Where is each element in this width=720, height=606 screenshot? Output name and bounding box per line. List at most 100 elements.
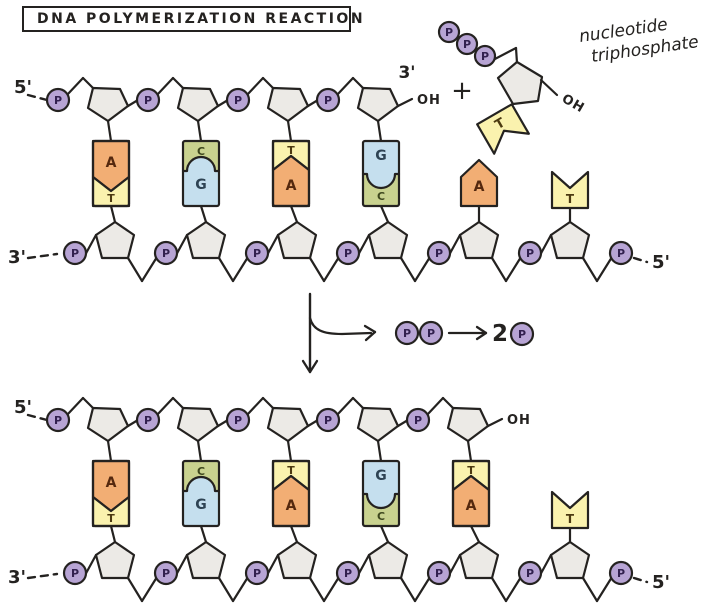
pair-boundary bbox=[185, 155, 217, 172]
arrowhead bbox=[475, 331, 488, 341]
phosphate-group: P bbox=[244, 560, 270, 586]
backbone-link bbox=[308, 576, 326, 603]
phosphate-group: P bbox=[608, 560, 634, 586]
sugar-pentagon bbox=[458, 220, 500, 260]
dashed-continuation bbox=[26, 252, 59, 260]
phosphate-group: P bbox=[426, 560, 452, 586]
glycosidic-bond bbox=[376, 119, 383, 143]
base-pair-outline bbox=[181, 459, 221, 528]
base-pair: CG bbox=[181, 459, 221, 528]
phosphate-circle bbox=[135, 407, 161, 433]
hydroxyl-bond bbox=[396, 97, 414, 108]
glycosidic-bond bbox=[466, 439, 473, 463]
phosphate-label: P bbox=[414, 414, 422, 427]
backbone-link bbox=[581, 576, 599, 603]
base-letter: A bbox=[106, 475, 117, 491]
sugar-pentagon bbox=[276, 540, 318, 580]
phosphate-label: P bbox=[481, 50, 489, 63]
title-box: DNA POLYMERIZATION REACTION bbox=[22, 6, 363, 32]
base-letter: C bbox=[377, 190, 385, 203]
backbone-link bbox=[126, 256, 144, 283]
phosphate-label: P bbox=[162, 247, 170, 260]
phosphate-group: P bbox=[517, 240, 543, 266]
dashed-continuation bbox=[632, 256, 649, 264]
three-prime-label: 3' bbox=[8, 247, 26, 268]
sugar-pentagon bbox=[185, 220, 227, 260]
backbone-link bbox=[490, 256, 508, 283]
phosphate-circle bbox=[517, 240, 543, 266]
glycosidic-bond bbox=[109, 524, 117, 544]
backbone-link bbox=[322, 255, 341, 283]
base-letter: T bbox=[287, 464, 295, 477]
sugar-pentagon bbox=[266, 406, 310, 443]
base-pair: CG bbox=[181, 139, 221, 208]
phosphate-circle bbox=[473, 44, 497, 68]
backbone-link bbox=[399, 576, 417, 603]
phosphate-group: P bbox=[135, 87, 161, 113]
base-g bbox=[183, 491, 219, 526]
unpaired-base-t: T bbox=[550, 490, 590, 530]
pair-boundary bbox=[185, 475, 217, 492]
phosphate-label: P bbox=[403, 327, 411, 340]
phosphate-label: P bbox=[617, 247, 625, 260]
base-letter: G bbox=[195, 497, 207, 513]
sugar-pentagon bbox=[94, 540, 136, 580]
phosphate-circle bbox=[225, 407, 251, 433]
sugar-pentagon bbox=[549, 220, 591, 260]
phosphate-circle bbox=[608, 560, 634, 586]
phosphate-label: P bbox=[526, 567, 534, 580]
phosphate-circle bbox=[418, 320, 444, 346]
base-letter: G bbox=[195, 177, 207, 193]
phosphate-label: P bbox=[427, 327, 435, 340]
base-g-dome bbox=[367, 494, 395, 508]
glycosidic-bond bbox=[376, 439, 383, 463]
phosphate-label: P bbox=[526, 247, 534, 260]
phosphate-circle bbox=[244, 560, 270, 586]
backbone-link bbox=[65, 76, 85, 97]
base-letter: C bbox=[197, 465, 205, 478]
backbone-link bbox=[413, 255, 432, 283]
backbone-link bbox=[425, 396, 445, 417]
backbone-link bbox=[65, 396, 85, 417]
backbone-link bbox=[81, 76, 95, 90]
base-letter: A bbox=[474, 179, 485, 195]
sugar-pentagon bbox=[367, 220, 409, 260]
sugar-pentagon bbox=[356, 86, 400, 123]
phosphate-label: P bbox=[162, 567, 170, 580]
glycosidic-bond bbox=[286, 439, 293, 463]
backbone-link bbox=[491, 46, 518, 62]
backbone-link bbox=[351, 76, 365, 90]
phosphate-group: P bbox=[244, 240, 270, 266]
phosphate-circle bbox=[315, 87, 341, 113]
glycosidic-bond bbox=[196, 119, 203, 143]
base-letter: C bbox=[377, 510, 385, 523]
base-pair-outline bbox=[91, 139, 131, 208]
hydroxyl-bond bbox=[486, 417, 504, 428]
backbone-link bbox=[171, 76, 185, 90]
backbone-link bbox=[595, 575, 614, 603]
phosphate-label: P bbox=[324, 94, 332, 107]
phosphate-group: P bbox=[153, 560, 179, 586]
base-pair: TA bbox=[271, 459, 311, 528]
sugar-pentagon bbox=[185, 540, 227, 580]
phosphate-circle bbox=[455, 32, 479, 56]
phosphate-group: P bbox=[418, 320, 444, 346]
phosphate-circle bbox=[335, 560, 361, 586]
coefficient-two: 2 bbox=[492, 321, 508, 347]
sugar-pentagon bbox=[356, 406, 400, 443]
pyrophosphate-branch-arrow bbox=[308, 316, 373, 336]
phosphate-circle bbox=[135, 87, 161, 113]
glycosidic-bond bbox=[106, 439, 113, 463]
backbone-link bbox=[140, 575, 159, 603]
phosphate-group: P bbox=[405, 407, 431, 433]
phosphate-circle bbox=[315, 407, 341, 433]
base-pair-outline bbox=[271, 139, 311, 208]
phosphate-group: P bbox=[153, 240, 179, 266]
dashed-continuation bbox=[26, 93, 49, 102]
phosphate-label: P bbox=[518, 328, 526, 341]
backbone-link bbox=[335, 76, 355, 97]
phosphate-label: P bbox=[54, 94, 62, 107]
